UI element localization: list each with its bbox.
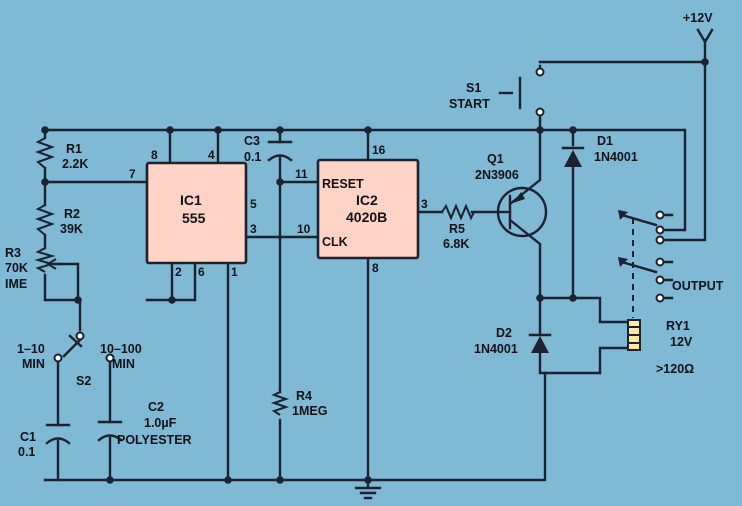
r3-value: 70K [5,261,28,275]
output-label: OUTPUT [672,279,724,293]
r4-ref: R4 [296,389,312,403]
ic1-ref: IC1 [180,192,202,208]
r1-value: 2.2K [62,157,88,171]
relay-contacts: OUTPUT [618,210,724,318]
r3-potentiometer: R3 70K IME [5,246,64,291]
ic2-pin-11: 11 [295,167,308,181]
ic1-part: 555 [182,210,206,226]
c2-capacitor: C2 1.0µF POLYESTER [97,400,192,447]
ic2-clk-label: CLK [322,235,348,249]
ic1-pin-6: 6 [198,265,205,279]
c2-type: POLYESTER [117,433,192,447]
ic1-pin-3: 3 [250,222,257,236]
s2-ref: S2 [76,374,91,388]
r4-resistor: R4 1MEG [270,389,327,418]
r1-ref: R1 [66,142,82,156]
ry1-voltage: 12V [670,335,693,349]
s1-label: START [449,97,490,111]
ic2-reset-label: RESET [322,177,364,191]
r5-resistor: R5 6.8K [441,203,475,251]
r3-extra: IME [5,277,27,291]
c3-ref: C3 [244,134,260,148]
r2-ref: R2 [64,207,80,221]
s1-pushbutton: S1 START [449,64,545,122]
c1-value: 0.1 [18,445,35,459]
s1-ref: S1 [466,81,481,95]
ic2-pin-8: 8 [372,261,379,275]
c3-capacitor: C3 0.1 [244,134,293,164]
ic2-4020b: RESET CLK IC2 4020B 16 11 3 10 8 [295,143,428,275]
q1-transistor: Q1 2N3906 [475,152,548,246]
r4-value: 1MEG [292,404,327,418]
d1-diode: D1 1N4001 [561,134,638,167]
ground-symbol [354,486,382,500]
d2-ref: D2 [496,326,512,340]
ic2-pin-3: 3 [421,197,428,211]
d2-diode: D2 1N4001 [474,326,552,356]
c2-value: 1.0µF [144,416,177,430]
ic2-pin-16: 16 [372,143,386,157]
r3-ref: R3 [5,246,21,260]
supply-arrow: +12V [683,11,714,45]
s2-left-range: 1–10 [17,342,45,356]
s2-left-unit: MIN [22,357,45,371]
ry1-ref: RY1 [666,319,690,333]
q1-ref: Q1 [487,152,504,166]
d1-part: 1N4001 [594,150,638,164]
c3-value: 0.1 [244,150,261,164]
d1-ref: D1 [597,134,613,148]
ic1-555: IC1 555 8 4 7 5 3 2 6 1 [129,148,257,279]
ic2-ref: IC2 [356,192,378,208]
c2-ref: C2 [148,400,164,414]
q1-part: 2N3906 [475,168,519,182]
ic1-pin-1: 1 [231,265,238,279]
r5-value: 6.8K [443,237,469,251]
c1-capacitor: C1 0.1 [18,423,71,459]
s2-switch: 1–10 MIN 10–100 MIN S2 [17,331,142,388]
s2-right-range: 10–100 [100,342,142,356]
c1-ref: C1 [20,430,36,444]
ic1-pin-4: 4 [208,148,215,162]
r2-value: 39K [60,222,83,236]
d2-part: 1N4001 [474,342,518,356]
r2-resistor: R2 39K [35,204,83,236]
ic1-pin-5: 5 [250,197,257,211]
r1-resistor: R1 2.2K [35,137,88,171]
ic1-pin-8: 8 [151,148,158,162]
r5-ref: R5 [449,222,465,236]
ic1-pin-2: 2 [175,265,182,279]
ry1-resistance: >120Ω [656,362,694,376]
junction-dots [41,58,709,484]
supply-label: +12V [683,11,713,25]
ic2-pin-10: 10 [297,222,311,236]
ry1-relay: RY1 12V >120Ω [627,319,694,376]
ic1-pin-7: 7 [129,167,136,181]
ic2-part: 4020B [346,209,387,225]
s2-right-unit: MIN [112,357,135,371]
